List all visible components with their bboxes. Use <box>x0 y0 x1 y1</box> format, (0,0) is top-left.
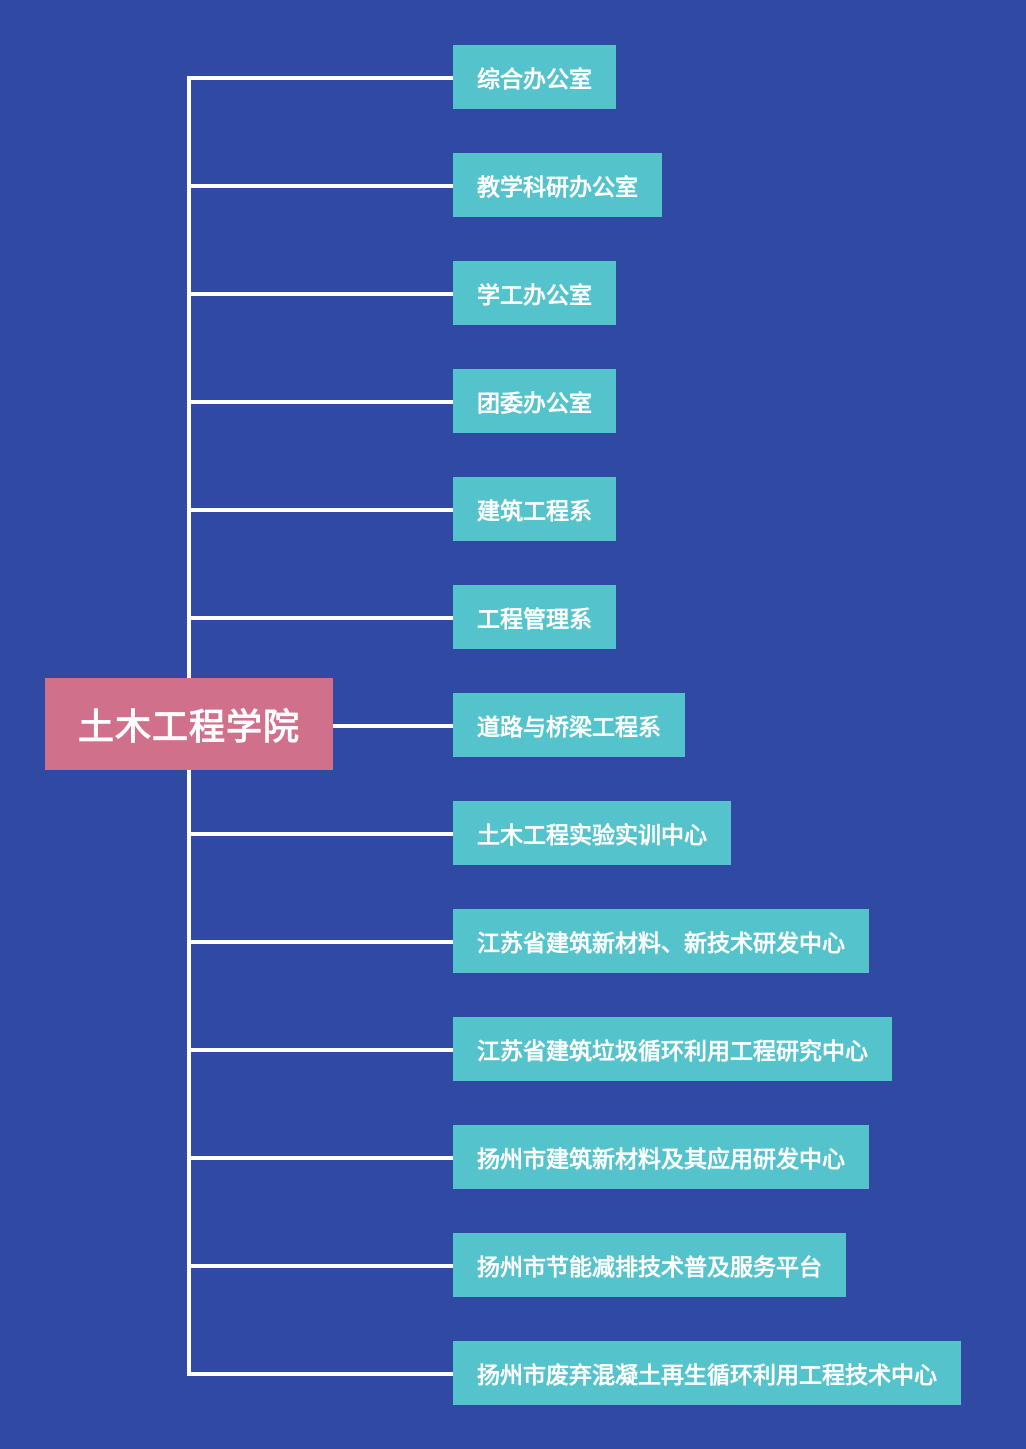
child-node: 工程管理系 <box>453 585 616 649</box>
connector-branch <box>187 184 453 188</box>
connector-branch <box>187 1372 453 1376</box>
connector-branch <box>187 832 453 836</box>
child-node: 扬州市废弃混凝土再生循环利用工程技术中心 <box>453 1341 961 1405</box>
connector-branch <box>187 400 453 404</box>
child-node: 扬州市建筑新材料及其应用研发中心 <box>453 1125 869 1189</box>
connector-branch <box>187 508 453 512</box>
child-node: 团委办公室 <box>453 369 616 433</box>
child-node: 江苏省建筑新材料、新技术研发中心 <box>453 909 869 973</box>
connector-branch <box>187 292 453 296</box>
child-node: 土木工程实验实训中心 <box>453 801 731 865</box>
connector-branch <box>187 1048 453 1052</box>
child-node: 学工办公室 <box>453 261 616 325</box>
connector-branch <box>187 940 453 944</box>
child-node: 教学科研办公室 <box>453 153 662 217</box>
connector-branch <box>187 1156 453 1160</box>
child-node: 扬州市节能减排技术普及服务平台 <box>453 1233 846 1297</box>
child-node: 建筑工程系 <box>453 477 616 541</box>
child-node: 江苏省建筑垃圾循环利用工程研究中心 <box>453 1017 892 1081</box>
connector-branch <box>187 76 453 80</box>
connector-branch <box>187 1264 453 1268</box>
connector-branch <box>187 616 453 620</box>
child-node: 综合办公室 <box>453 45 616 109</box>
root-node: 土木工程学院 <box>45 678 333 770</box>
child-node: 道路与桥梁工程系 <box>453 693 685 757</box>
